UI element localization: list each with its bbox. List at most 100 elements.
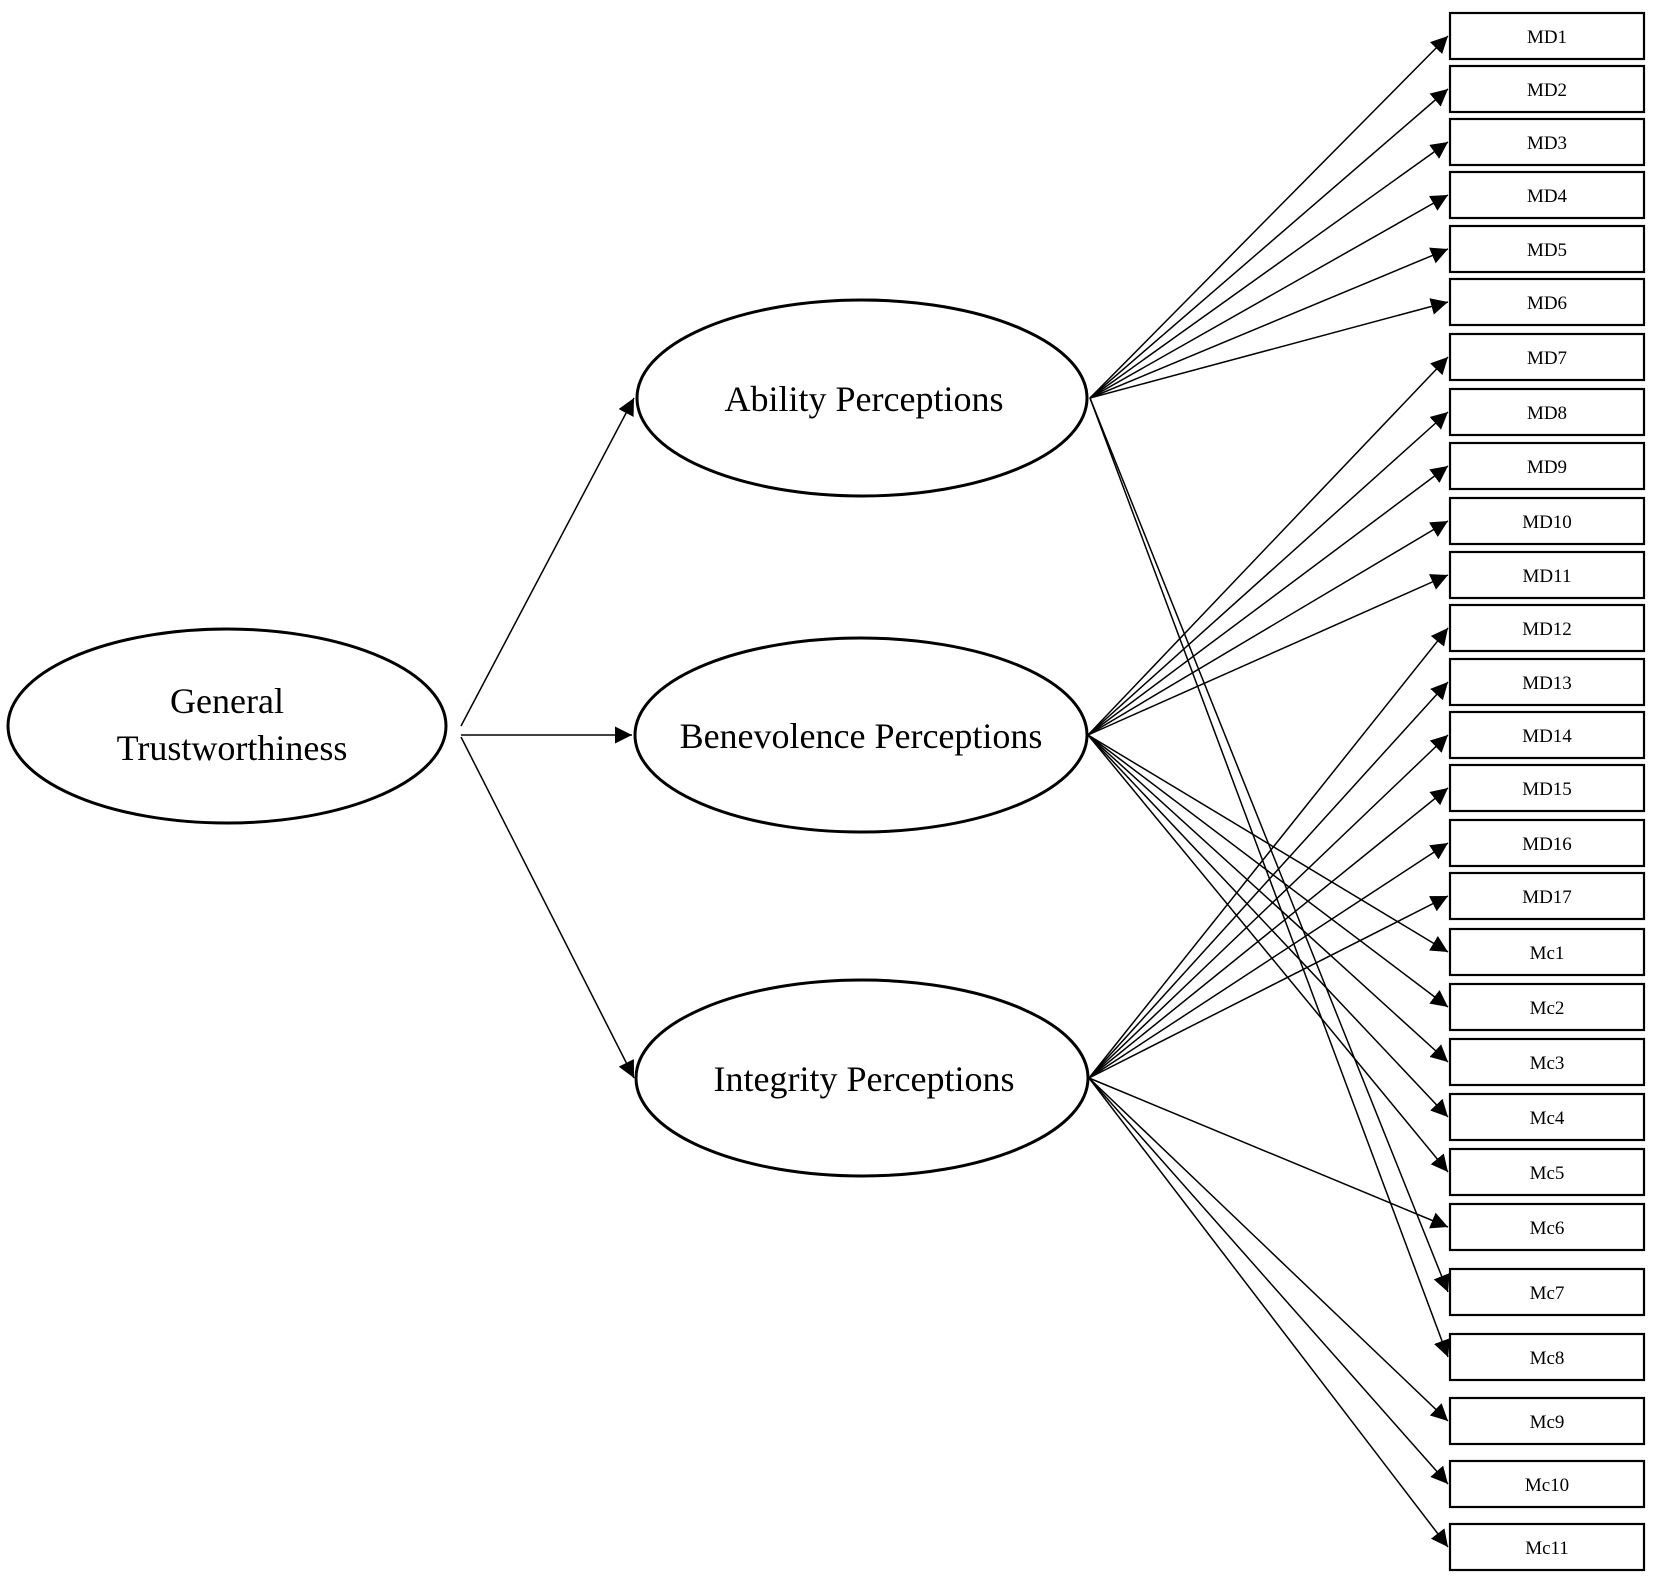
item-label: MD1: [1527, 27, 1567, 48]
item-mc5: Mc5: [1448, 1147, 1646, 1197]
arrow-ability-to-md3: [1089, 141, 1449, 399]
item-box: [1448, 64, 1646, 114]
item-label: MD12: [1522, 619, 1572, 640]
arrow-ability-to-md2: [1089, 88, 1449, 399]
item-md5: MD5: [1448, 224, 1646, 274]
item-label: MD17: [1522, 887, 1572, 908]
item-box: [1448, 332, 1646, 382]
arrow-benevolence-to-md11: [1087, 574, 1449, 736]
arrow-ability-to-md6: [1089, 298, 1449, 399]
item-box: [1448, 1202, 1646, 1252]
item-md7: MD7: [1448, 332, 1646, 382]
item-label: MD10: [1522, 512, 1572, 533]
item-label: MD15: [1522, 779, 1572, 800]
arrow-ability-to-md1: [1089, 35, 1449, 399]
item-box: [1448, 603, 1646, 653]
item-mc7: Mc7: [1448, 1267, 1646, 1317]
item-box: [1448, 1396, 1646, 1446]
item-label: MD16: [1522, 834, 1572, 855]
item-md3: MD3: [1448, 117, 1646, 167]
item-md10: MD10: [1448, 496, 1646, 546]
item-box: [1448, 1459, 1646, 1509]
arrow-integrity-to-mc10: [1088, 1077, 1449, 1485]
arrow-integrity-to-mc6: [1088, 1077, 1449, 1229]
arrow-integrity-to-md12: [1088, 627, 1449, 1079]
general-trustworthiness-node: General Trustworthiness: [6, 627, 448, 825]
item-box: [1448, 277, 1646, 327]
item-box: [1448, 224, 1646, 274]
arrow-ability-to-mc8: [1089, 397, 1451, 1358]
item-box: [1448, 927, 1646, 977]
item-mc11: Mc11: [1448, 1522, 1646, 1572]
item-mc9: Mc9: [1448, 1396, 1646, 1446]
item-md15: MD15: [1448, 763, 1646, 813]
item-box: [1448, 550, 1646, 600]
item-label: Mc9: [1530, 1412, 1565, 1433]
item-md12: MD12: [1448, 603, 1646, 653]
item-label: MD5: [1527, 240, 1567, 261]
arrow-ability-to-md4: [1089, 194, 1449, 399]
item-box: [1448, 441, 1646, 491]
item-md11: MD11: [1448, 550, 1646, 600]
indicator-items: MD1MD2MD3MD4MD5MD6MD7MD8MD9MD10MD11MD12M…: [1448, 11, 1646, 1572]
arrow-integrity-to-md13: [1088, 681, 1449, 1079]
arrow-benevolence-to-md9: [1087, 465, 1449, 736]
item-label: Mc10: [1525, 1475, 1569, 1496]
item-mc6: Mc6: [1448, 1202, 1646, 1252]
item-md8: MD8: [1448, 387, 1646, 437]
arrow-integrity-to-md15: [1088, 787, 1449, 1079]
item-md2: MD2: [1448, 64, 1646, 114]
item-label: Mc2: [1530, 998, 1565, 1019]
item-box: [1448, 170, 1646, 220]
arrow-general-to-integrity: [460, 736, 635, 1079]
item-box: [1448, 1332, 1646, 1382]
item-md9: MD9: [1448, 441, 1646, 491]
item-box: [1448, 496, 1646, 546]
benevolence-perceptions-label: Benevolence Perceptions: [680, 716, 1043, 756]
item-box: [1448, 1037, 1646, 1087]
arrow-integrity-to-mc11: [1088, 1077, 1449, 1548]
item-box: [1448, 818, 1646, 868]
item-label: Mc4: [1530, 1108, 1565, 1129]
arrow-integrity-to-md16: [1088, 842, 1449, 1079]
arrow-integrity-to-md14: [1088, 734, 1449, 1079]
item-mc4: Mc4: [1448, 1092, 1646, 1142]
integrity-perceptions-node: Integrity Perceptions: [634, 978, 1090, 1178]
item-box: [1448, 11, 1646, 61]
path-arrows: [460, 35, 1451, 1548]
item-label: MD3: [1527, 133, 1567, 154]
item-label: Mc11: [1525, 1538, 1569, 1559]
item-mc2: Mc2: [1448, 982, 1646, 1032]
item-box: [1448, 1147, 1646, 1197]
arrow-benevolence-to-mc4: [1087, 734, 1449, 1118]
benevolence-perceptions-node: Benevolence Perceptions: [633, 636, 1089, 834]
item-label: MD2: [1527, 80, 1567, 101]
item-box: [1448, 657, 1646, 707]
arrow-benevolence-to-md8: [1087, 411, 1449, 736]
arrow-general-to-ability: [460, 397, 635, 727]
item-mc3: Mc3: [1448, 1037, 1646, 1087]
item-label: Mc6: [1530, 1218, 1565, 1239]
item-box: [1448, 387, 1646, 437]
item-md6: MD6: [1448, 277, 1646, 327]
item-label: Mc5: [1530, 1163, 1565, 1184]
item-label: Mc1: [1530, 943, 1565, 964]
item-md17: MD17: [1448, 871, 1646, 921]
arrow-integrity-to-mc9: [1088, 1077, 1449, 1422]
general-trustworthiness-label-line-1: General: [170, 681, 284, 721]
item-label: MD9: [1527, 457, 1567, 478]
arrow-benevolence-to-mc3: [1087, 734, 1449, 1063]
item-md4: MD4: [1448, 170, 1646, 220]
item-md16: MD16: [1448, 818, 1646, 868]
general-trustworthiness-label-line-2: Trustworthiness: [117, 728, 348, 768]
arrow-integrity-to-md17: [1088, 895, 1449, 1079]
item-box: [1448, 1522, 1646, 1572]
item-box: [1448, 763, 1646, 813]
arrow-ability-to-mc7: [1089, 397, 1450, 1293]
item-box: [1448, 117, 1646, 167]
item-label: MD7: [1527, 348, 1567, 369]
integrity-perceptions-label: Integrity Perceptions: [714, 1059, 1015, 1099]
arrow-benevolence-to-mc1: [1087, 734, 1449, 953]
item-label: Mc7: [1530, 1283, 1565, 1304]
